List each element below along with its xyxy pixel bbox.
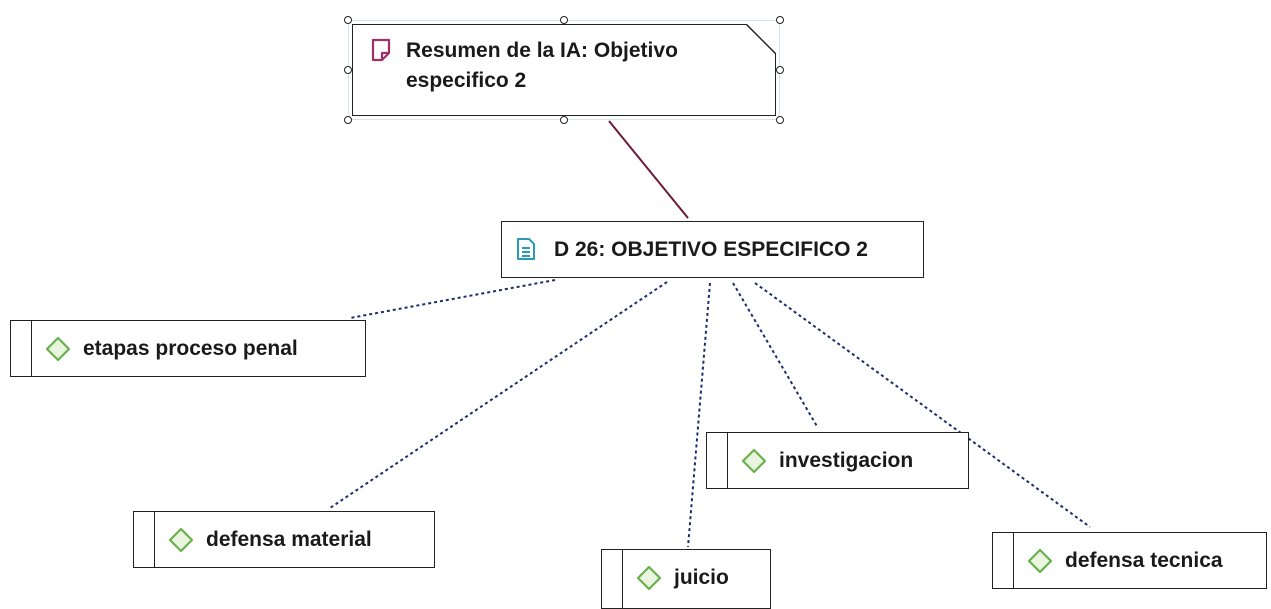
resize-handle-top-right[interactable] — [776, 16, 784, 24]
code-node-defensa-material[interactable]: defensa material — [133, 511, 435, 568]
code-link-investigacion[interactable] — [732, 282, 819, 429]
resize-handle-right[interactable] — [776, 66, 784, 74]
resize-handle-left[interactable] — [344, 66, 352, 74]
code-diamond-icon — [45, 336, 71, 362]
code-diamond-icon — [168, 527, 194, 553]
memo-node[interactable]: Resumen de la IA: Objetivo especifico 2 — [344, 16, 784, 124]
memo-corner-fold — [746, 24, 776, 54]
code-link-defensa-tecnica[interactable] — [754, 282, 1091, 528]
code-node-bar — [154, 512, 155, 567]
code-link-juicio[interactable] — [687, 282, 711, 548]
code-node-bar — [1013, 533, 1014, 588]
code-diamond-icon — [1027, 548, 1053, 574]
code-label: investigacion — [779, 449, 914, 472]
code-node-juicio[interactable]: juicio — [601, 549, 771, 609]
memo-link[interactable] — [608, 120, 689, 219]
code-label: defensa tecnica — [1065, 549, 1223, 572]
code-link-defensa-material[interactable] — [329, 281, 668, 509]
document-icon — [517, 238, 535, 260]
code-node-bar — [727, 433, 728, 488]
code-node-etapas-proceso-penal[interactable]: etapas proceso penal — [10, 320, 366, 377]
document-node[interactable]: D 26: OBJETIVO ESPECIFICO 2 — [501, 221, 924, 278]
code-node-investigacion[interactable]: investigacion — [706, 432, 969, 489]
document-title: D 26: OBJETIVO ESPECIFICO 2 — [554, 238, 868, 261]
code-link-etapas[interactable] — [349, 279, 556, 319]
code-node-bar — [31, 321, 32, 376]
code-label: defensa material — [206, 528, 372, 551]
code-node-defensa-tecnica[interactable]: defensa tecnica — [992, 532, 1267, 589]
code-diamond-icon — [741, 448, 767, 474]
resize-handle-top-left[interactable] — [344, 16, 352, 24]
resize-handle-bottom[interactable] — [560, 116, 568, 124]
code-label: juicio — [674, 566, 729, 589]
code-label: etapas proceso penal — [83, 337, 298, 360]
memo-title: Resumen de la IA: Objetivo especifico 2 — [406, 39, 678, 92]
code-node-bar — [622, 550, 623, 608]
resize-handle-top[interactable] — [560, 16, 568, 24]
memo-icon — [371, 38, 391, 62]
memo-box — [352, 24, 776, 116]
resize-handle-bottom-right[interactable] — [776, 116, 784, 124]
code-diamond-icon — [636, 565, 662, 591]
resize-handle-bottom-left[interactable] — [344, 116, 352, 124]
